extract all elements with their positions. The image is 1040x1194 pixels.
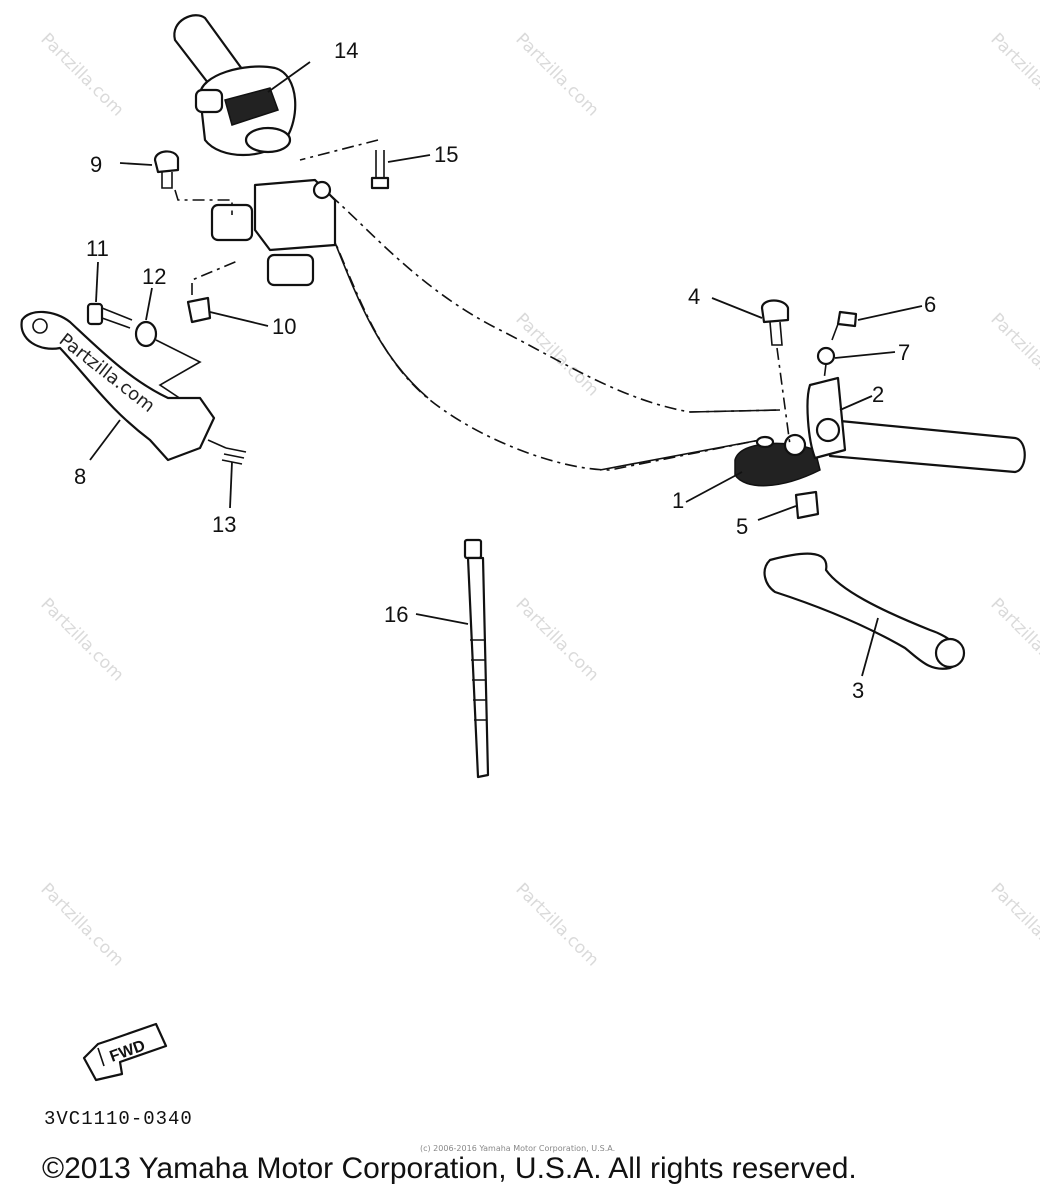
watermark: Partzilla.com xyxy=(986,309,1040,400)
callout-7: 7 xyxy=(898,340,910,365)
perch-2 xyxy=(806,376,847,460)
watermark: Partzilla.com xyxy=(36,879,127,970)
screw-6 xyxy=(831,310,858,341)
callout-6: 6 xyxy=(924,292,936,317)
bolt-4 xyxy=(760,299,791,446)
callout-13: 13 xyxy=(212,512,236,537)
left-lever-8: Partzilla.com xyxy=(20,310,216,462)
callout-12: 12 xyxy=(142,264,166,289)
lever-holder-1 xyxy=(734,433,821,487)
watermark-layer: Partzilla.com Partzilla.com Partzilla.co… xyxy=(36,29,1040,970)
callout-3: 3 xyxy=(852,678,864,703)
watermark: Partzilla.com xyxy=(511,309,602,400)
fwd-arrow-icon: FWD xyxy=(82,1022,168,1082)
watermark: Partzilla.com xyxy=(511,879,602,970)
watermark: Partzilla.com xyxy=(36,594,127,685)
watermark: Partzilla.com xyxy=(986,29,1040,120)
callout-16: 16 xyxy=(384,602,408,627)
watermark: Partzilla.com xyxy=(986,879,1040,970)
handlebar xyxy=(173,14,1026,474)
nut-5 xyxy=(794,490,820,520)
callout-4: 4 xyxy=(688,284,700,309)
diagram-code: 3VC1110-0340 xyxy=(44,1108,193,1130)
small-notice: (c) 2006-2016 Yamaha Motor Corporation, … xyxy=(420,1144,616,1153)
leader-lines xyxy=(89,61,923,677)
watermark: Partzilla.com xyxy=(36,29,127,120)
callout-11: 11 xyxy=(86,236,109,261)
callout-10: 10 xyxy=(272,314,296,339)
left-master-cylinder xyxy=(210,178,337,287)
nut-12 xyxy=(134,320,202,406)
callout-1: 1 xyxy=(672,488,684,513)
callout-2: 2 xyxy=(872,382,884,407)
nut-10 xyxy=(186,259,241,324)
callout-15: 15 xyxy=(434,142,458,167)
throttle-housing-14 xyxy=(194,65,297,157)
callout-14: 14 xyxy=(334,38,358,63)
watermark: Partzilla.com xyxy=(986,594,1040,685)
watermark: Partzilla.com xyxy=(511,594,602,685)
spring-13 xyxy=(207,439,247,465)
callout-labels: 14 9 15 11 12 10 8 13 4 6 7 2 1 5 3 16 xyxy=(74,38,936,703)
screw-15 xyxy=(299,139,390,190)
washer-7 xyxy=(816,346,836,381)
copyright-text: ©2013 Yamaha Motor Corporation, U.S.A. A… xyxy=(42,1152,857,1185)
bolt-9 xyxy=(153,150,233,215)
right-lever-3 xyxy=(763,552,966,670)
callout-5: 5 xyxy=(736,514,748,539)
watermark: Partzilla.com xyxy=(511,29,602,120)
callout-9: 9 xyxy=(90,152,102,177)
cable-tie-16 xyxy=(463,538,490,779)
callout-8: 8 xyxy=(74,464,86,489)
bolt-11 xyxy=(86,302,133,329)
